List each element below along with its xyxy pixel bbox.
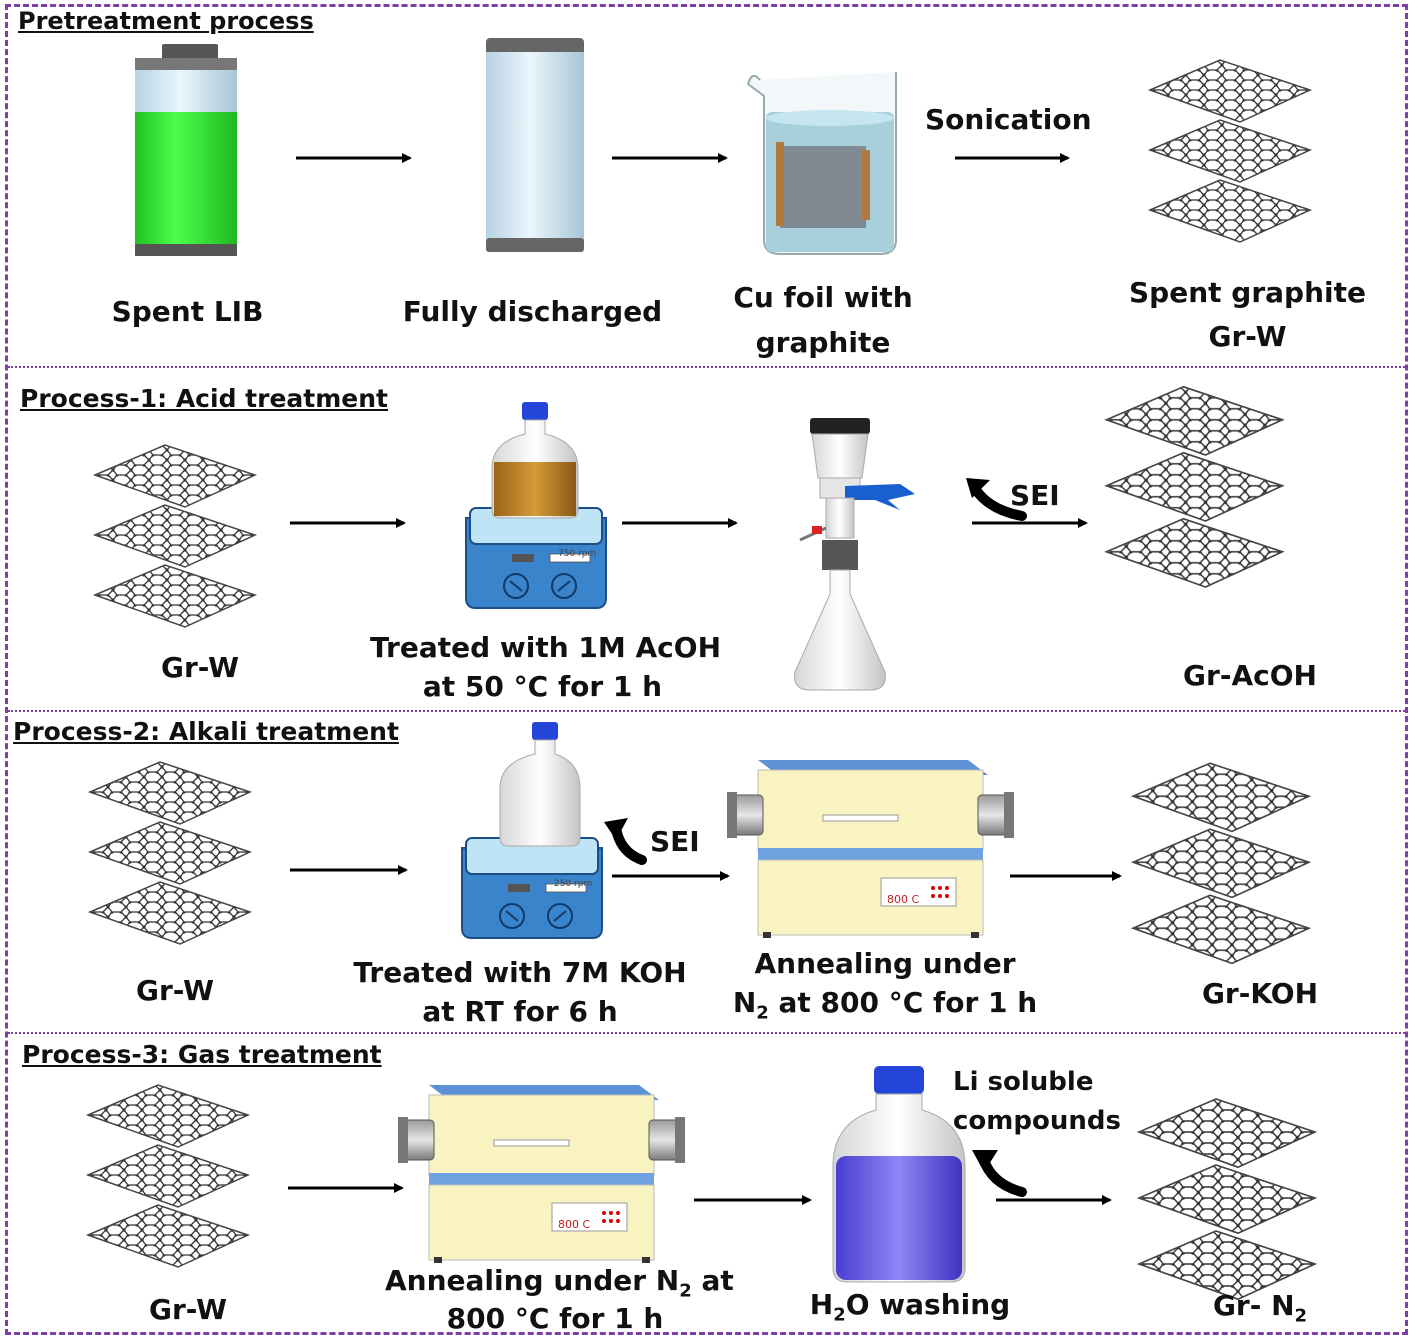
graphite-stack-icon xyxy=(90,762,250,944)
tube-furnace-icon xyxy=(726,759,1015,939)
treatment-label-line2: at 50 °C for 1 h xyxy=(422,670,663,703)
gr-w-label: Gr-W xyxy=(135,974,215,1007)
gr-acoh-label: Gr-AcOH xyxy=(1183,659,1317,692)
pretreatment-heading: Pretreatment process xyxy=(18,7,314,35)
gr-n2-label: Gr- N2 xyxy=(1212,1289,1308,1327)
gr-w-label: Gr-W xyxy=(148,1293,228,1326)
gr-w-label: Gr-W xyxy=(160,651,240,684)
annealing-label-line1: Annealing under xyxy=(754,947,1016,980)
annealing-label-line2: 800 °C for 1 h xyxy=(446,1302,664,1335)
furnace-display: 800 C xyxy=(558,1218,591,1231)
graphite-stack-icon xyxy=(1133,763,1309,963)
beaker-icon xyxy=(746,72,897,255)
sei-label: SEI xyxy=(1010,479,1060,512)
sei-label: SEI xyxy=(650,825,700,858)
gr-koh-label: Gr-KOH xyxy=(1201,977,1319,1010)
spent-lib-label: Spent LIB xyxy=(111,295,264,328)
annealing-label-line2: N2 at 800 °C for 1 h xyxy=(732,986,1038,1024)
cu-foil-label-line1: Cu foil with xyxy=(733,281,913,314)
li-soluble-label-line1: Li soluble xyxy=(953,1067,1094,1097)
treatment-label-line1: Treated with 7M KOH xyxy=(353,956,687,989)
graphite-stack-icon xyxy=(88,1085,248,1267)
annealing-label-line1: Annealing under N2 at xyxy=(385,1264,734,1302)
stirrer-display: 750 rpm xyxy=(558,549,597,559)
h2o-washing-label: H2O washing xyxy=(809,1288,1011,1326)
li-soluble-label-line2: compounds xyxy=(953,1106,1121,1136)
section-divider xyxy=(8,1032,1408,1034)
graphite-stack-icon xyxy=(1107,387,1283,587)
water-bottle-icon xyxy=(832,1066,966,1283)
charged-battery-icon xyxy=(135,44,237,256)
process1-heading: Process-1: Acid treatment xyxy=(20,384,388,413)
graphite-stack-icon xyxy=(1139,1099,1315,1299)
cu-foil-label-line2: graphite xyxy=(755,326,891,359)
section-divider xyxy=(8,710,1408,712)
tube-furnace-icon xyxy=(397,1084,686,1264)
furnace-display: 800 C xyxy=(887,893,920,906)
diagram-border xyxy=(5,4,1408,1335)
treatment-label-line2: at RT for 6 h xyxy=(422,995,618,1028)
filtration-apparatus-icon xyxy=(794,418,915,691)
graphite-stack-icon xyxy=(1150,60,1310,242)
acid-bottle-icon xyxy=(491,402,579,519)
fully-discharged-label: Fully discharged xyxy=(402,295,663,328)
gr-w-label: Gr-W xyxy=(1208,320,1287,353)
stirrer-display: 250 rpm xyxy=(554,879,593,889)
discharged-battery-icon xyxy=(486,38,584,252)
section-divider xyxy=(8,366,1408,368)
koh-bottle-icon xyxy=(499,722,581,847)
process3-heading: Process-3: Gas treatment xyxy=(22,1040,382,1069)
treatment-label-line1: Treated with 1M AcOH xyxy=(370,631,722,664)
sonication-label: Sonication xyxy=(925,103,1092,136)
process2-heading: Process-2: Alkali treatment xyxy=(13,717,399,746)
spent-graphite-label: Spent graphite xyxy=(1129,276,1366,309)
graphite-stack-icon xyxy=(95,445,255,627)
